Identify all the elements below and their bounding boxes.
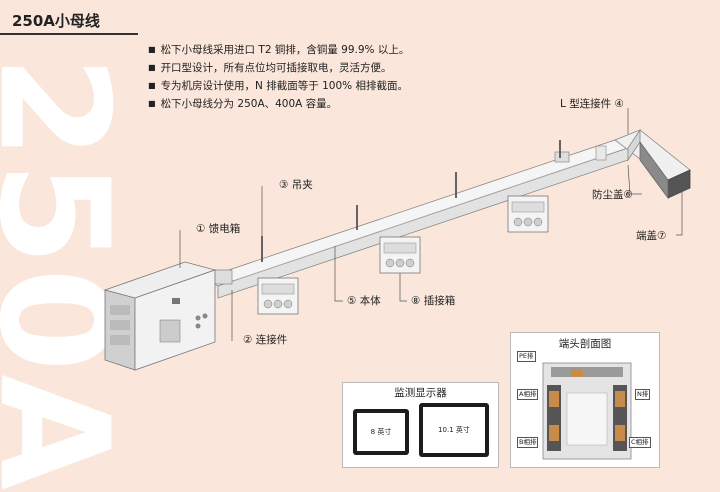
tag-c-phase: C相排 [629, 437, 651, 448]
title-underline [0, 33, 138, 35]
callout-l-connector: L 型连接件 ④ [560, 98, 624, 110]
monitor-title: 监测显示器 [394, 387, 447, 399]
leader-lines [179, 108, 683, 341]
hanger-drawing [261, 140, 561, 262]
callout-end-cap: 端盖⑦ [636, 230, 667, 242]
monitor-panel: 监测显示器 8 英寸 10.1 英寸 [342, 382, 499, 468]
callout-feed-box: ① 馈电箱 [196, 223, 241, 235]
cross-section-panel: 端头剖面图 PE排 A相排 N排 B相排 C相排 [510, 332, 660, 468]
feature-item: 松下小母线分为 250A、400A 容量。 [148, 95, 409, 113]
callout-plug-box: ⑧ 插接箱 [411, 295, 456, 307]
plug-box-drawing [257, 195, 549, 315]
callout-dust-cover: 防尘盖⑥ [592, 189, 633, 201]
feature-item: 专为机房设计使用，N 排截面等于 100% 相排截面。 [148, 77, 409, 95]
feature-item: 开口型设计，所有点位均可插接取电，灵活方便。 [148, 59, 409, 77]
monitor-screen-small: 8 英寸 [353, 409, 409, 455]
tag-pe-bar: PE排 [517, 351, 536, 362]
callout-connector: ② 连接件 [243, 334, 288, 346]
cross-section-drawing [542, 362, 632, 460]
tag-a-phase: A相排 [517, 389, 539, 400]
feature-list: 松下小母线采用进口 T2 铜排，含铜量 99.9% 以上。 开口型设计，所有点位… [148, 41, 410, 113]
busway-body-drawing [204, 128, 691, 299]
cross-section-title: 端头剖面图 [558, 338, 612, 350]
callout-hanger: ③ 吊夹 [279, 179, 313, 191]
feature-item: 松下小母线采用进口 T2 铜排，含铜量 99.9% 以上。 [148, 41, 410, 59]
feed-box-drawing [103, 261, 217, 371]
monitor-screen-large-label: 10.1 英寸 [423, 407, 485, 453]
monitor-screen-large: 10.1 英寸 [419, 403, 489, 457]
page-title: 250A小母线 [12, 12, 100, 30]
monitor-screen-small-label: 8 英寸 [357, 413, 405, 451]
tag-n-bar: N排 [635, 389, 651, 400]
callout-body: ⑤ 本体 [347, 295, 381, 307]
tag-b-phase: B相排 [517, 437, 539, 448]
